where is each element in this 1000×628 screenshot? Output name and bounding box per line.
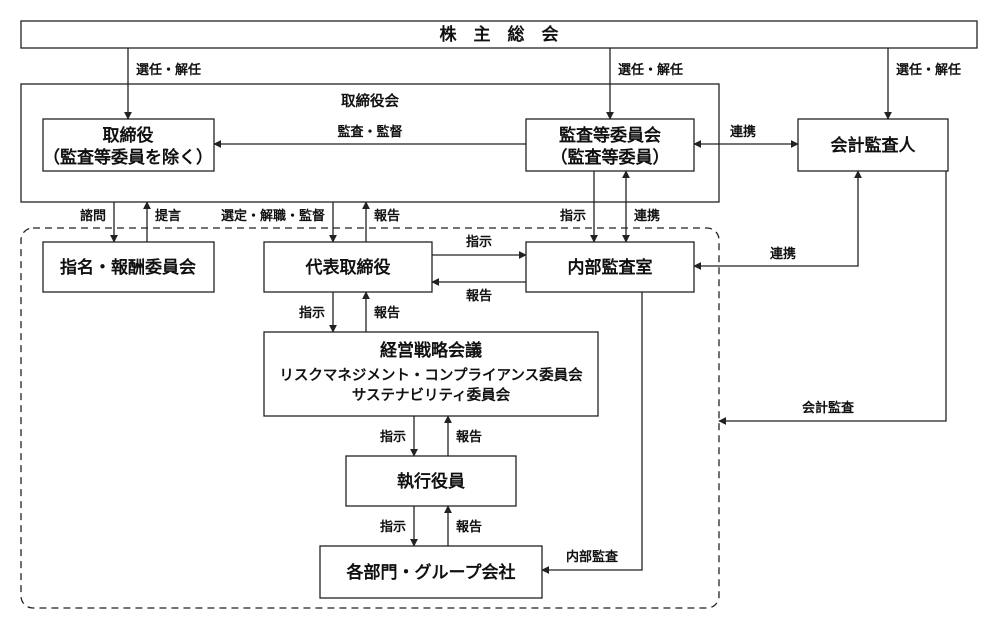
representative-director-box — [263, 241, 433, 293]
report-label-5: 報告 — [456, 519, 482, 535]
internal-audit-label: 内部監査 — [566, 549, 619, 565]
risk-compliance-committee-label: リスクマネジメント・コンプライアンス委員会 — [279, 366, 583, 384]
consult-label: 諮問 — [80, 208, 106, 224]
appoint-dismiss-label-1: 選任・解任 — [136, 62, 201, 78]
internal-audit-office-label: 内部監査室 — [568, 257, 653, 278]
cooperation-label-1: 連携 — [730, 124, 756, 140]
shareholders-meeting-box — [20, 20, 978, 49]
accounting-audit-arrow — [718, 171, 947, 425]
accounting-auditor-label: 会計監査人 — [831, 135, 917, 156]
instruct-label-4: 指示 — [380, 429, 406, 445]
select-dismiss-supervise-label: 選定・解職・監督 — [221, 208, 325, 224]
report-label-2: 報告 — [466, 288, 492, 304]
audit-committee-box — [525, 118, 695, 172]
instruct-label-5: 指示 — [380, 519, 406, 535]
instruct-label-1: 指示 — [560, 208, 586, 224]
instruct-label-2: 指示 — [466, 234, 492, 250]
accounting-audit-label: 会計監査 — [802, 400, 855, 416]
cooperation-label-3: 連携 — [770, 246, 796, 262]
board-of-directors-label: 取締役会 — [341, 92, 399, 110]
propose-label: 提言 — [155, 208, 181, 224]
management-strategy-label: 経営戦略会議 — [380, 340, 482, 361]
departments-label: 各部門・グループ会社 — [346, 562, 516, 583]
management-strategy-box — [263, 331, 599, 417]
cooperation-label-2: 連携 — [634, 208, 660, 224]
sustainability-committee-label: サステナビリティ委員会 — [352, 386, 511, 404]
representative-director-label: 代表取締役 — [305, 257, 391, 278]
audit-committee-sublabel: （監査等委員） — [551, 147, 670, 168]
internal-audit-accounting-auditor-arrow — [693, 170, 862, 270]
report-label-3: 報告 — [374, 305, 400, 321]
internal-audit-office-box — [525, 241, 695, 293]
audit-committee-label: 監査等委員会 — [559, 125, 661, 146]
appoint-dismiss-label-3: 選任・解任 — [896, 62, 961, 78]
audit-supervise-label: 監査・監督 — [337, 124, 402, 140]
shareholders-meeting-label: 株 主 総 会 — [440, 24, 559, 45]
nomination-committee-box — [42, 241, 215, 293]
departments-box — [319, 545, 543, 599]
directors-label: 取締役 — [103, 125, 154, 146]
internal-audit-to-departments-arrow — [541, 292, 643, 574]
report-label-1: 報告 — [374, 208, 400, 224]
appoint-dismiss-label-2: 選任・解任 — [618, 62, 683, 78]
nomination-committee-label: 指名・報酬委員会 — [60, 257, 196, 278]
report-label-4: 報告 — [456, 429, 482, 445]
executive-officers-box — [345, 455, 517, 507]
directors-sublabel: （監査等委員を除く） — [43, 147, 213, 168]
instruct-label-3: 指示 — [299, 305, 325, 321]
executive-officers-label: 執行役員 — [397, 471, 465, 492]
